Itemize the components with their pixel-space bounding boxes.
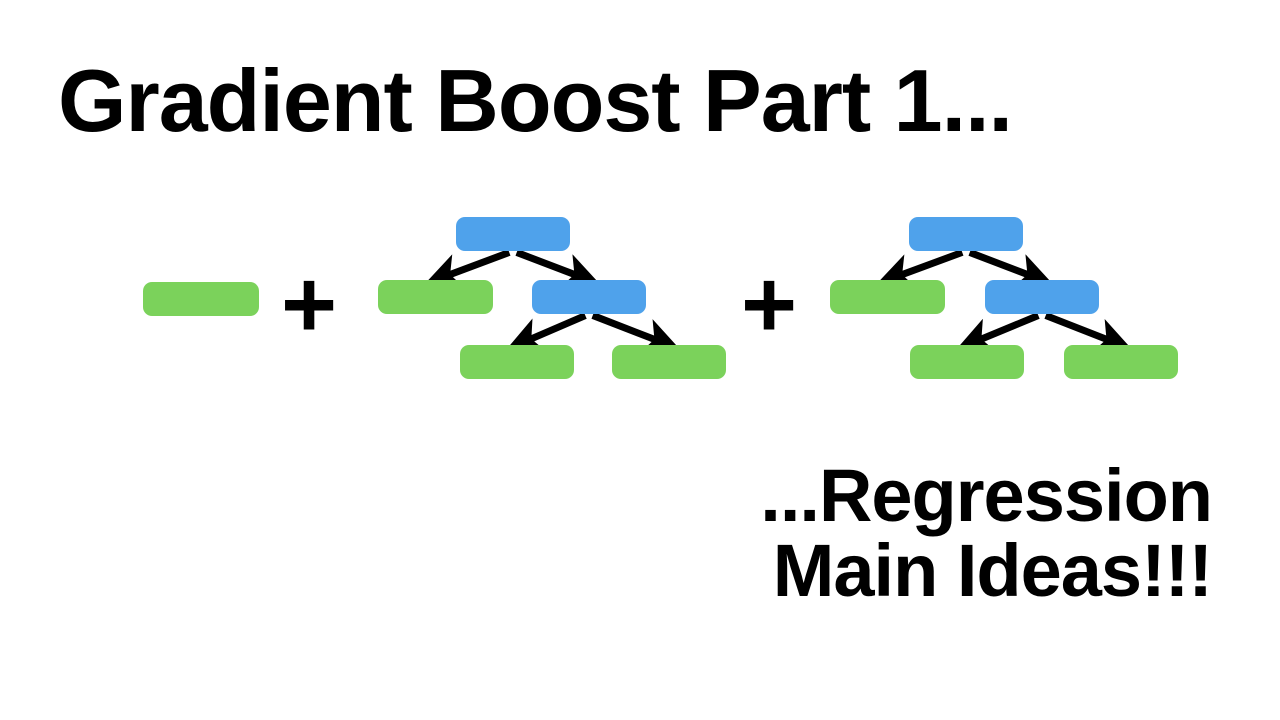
tree-edge-arrow [876, 249, 964, 289]
tree-2-leaf-node [1064, 345, 1178, 379]
tree-edge-arrow [515, 249, 600, 289]
tree-edges-layer [424, 249, 1132, 354]
tree-edge-arrow [424, 249, 511, 289]
tree-1-internal-node [456, 217, 570, 251]
tree-1-leaf-node [460, 345, 574, 379]
tree-edge-arrow [506, 312, 587, 352]
tree-edge-arrow [591, 312, 680, 354]
tree-edge-arrow [956, 312, 1040, 353]
subtitle-line-main-ideas: Main Ideas!!! [772, 529, 1213, 613]
subtitle-block: ...Regression Main Ideas!!! [760, 454, 1213, 613]
tree-edge-arrow [968, 249, 1053, 289]
subtitle-line-regression: ...Regression [760, 454, 1213, 537]
tree-2-leaf-node [910, 345, 1024, 379]
tree-2-leaf-node [830, 280, 945, 314]
tree-edge-arrow [1044, 312, 1132, 353]
tree-1-leaf-node [612, 345, 726, 379]
tree-1-internal-node [532, 280, 646, 314]
page-title: Gradient Boost Part 1... [58, 51, 1013, 150]
tree-2-internal-node [909, 217, 1023, 251]
plus-operator-2: + [741, 251, 798, 358]
initial-leaf-leaf-node [143, 282, 259, 316]
tree-1-leaf-node [378, 280, 493, 314]
gradient-boost-diagram: ++ [0, 195, 1280, 405]
plus-operator-1: + [281, 251, 338, 358]
tree-2-internal-node [985, 280, 1099, 314]
